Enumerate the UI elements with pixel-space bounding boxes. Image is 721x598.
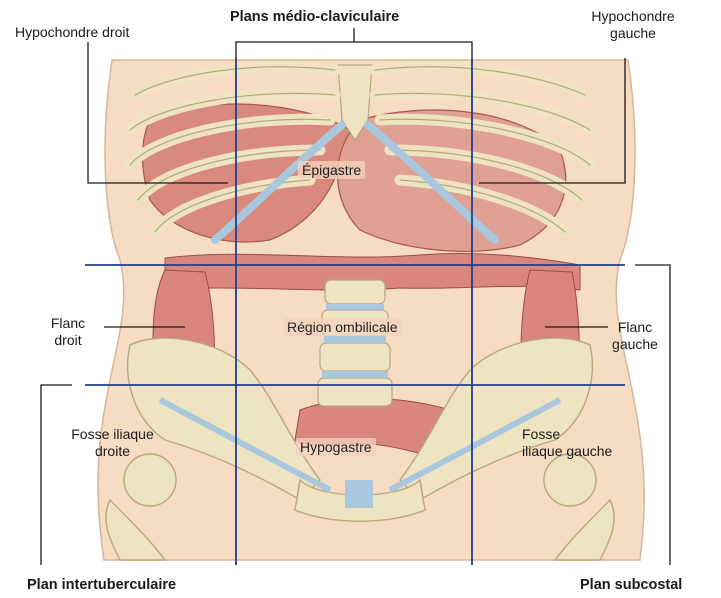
right-lumbar-line2: droit [38,332,98,349]
mid-clavicular-planes-label: Plans médio-claviculaire [230,9,399,26]
left-lumbar-label: Flanc gauche [600,319,670,353]
hypogastric-region-label: Hypogastre [296,438,376,456]
left-iliac-fossa-line2: iliaque gauche [522,443,612,460]
intertubercular-plane-label: Plan intertuberculaire [27,577,176,594]
right-lumbar-label: Flanc droit [38,315,98,349]
subcostal-plane-label: Plan subcostal [580,577,682,594]
umbilical-region-label: Région ombilicale [283,318,402,336]
right-iliac-fossa-line1: Fosse iliaque [40,426,185,443]
right-iliac-fossa-line2: droite [40,443,185,460]
left-lumbar-line2: gauche [600,336,670,353]
left-hypochondrium-label: Hypochondre gauche [563,8,703,42]
left-hypochondrium-line2: gauche [563,25,703,42]
left-iliac-fossa-label: Fosse iliaque gauche [522,426,612,460]
left-lumbar-line1: Flanc [600,319,670,336]
epigastric-region-label: Épigastre [298,161,365,179]
right-hypochondrium-label: Hypochondre droit [15,24,129,41]
left-hypochondrium-line1: Hypochondre [563,8,703,25]
left-iliac-fossa-line1: Fosse [522,426,612,443]
right-lumbar-line1: Flanc [38,315,98,332]
pubic-symphysis [345,480,373,508]
right-iliac-fossa-label: Fosse iliaque droite [40,426,185,460]
